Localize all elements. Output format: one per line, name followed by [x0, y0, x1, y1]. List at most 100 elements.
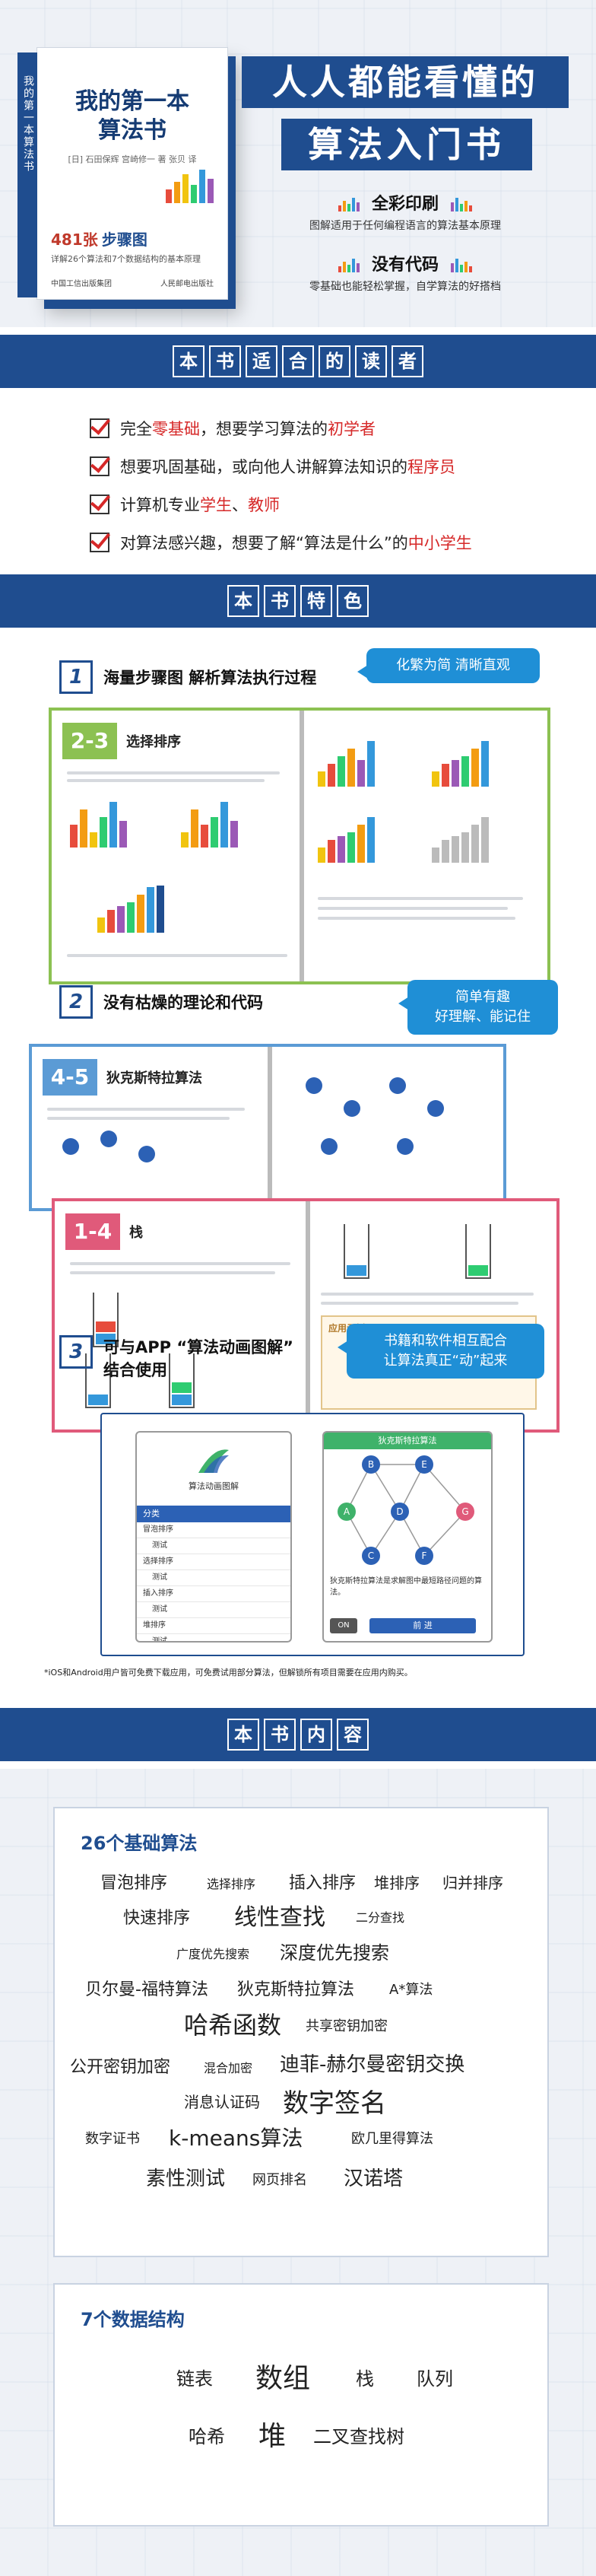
- lesson-number: 4-5: [43, 1059, 97, 1096]
- contents-section: 26个基础算法 冒泡排序 选择排序 插入排序 堆排序 归并排序 快速排序 线性查…: [0, 1769, 596, 2576]
- book-title: 我的第一本 算法书: [37, 87, 227, 145]
- app-graph-area: B E A D G C F: [324, 1449, 491, 1571]
- reader-highlight: 教师: [248, 496, 280, 514]
- graph-node: [138, 1146, 155, 1162]
- app-logo-area: 算法动画图解: [137, 1433, 290, 1506]
- tag-char: 合: [282, 345, 314, 377]
- data-structure-item: 栈: [356, 2368, 374, 2390]
- lesson-header: 4-5 狄克斯特拉算法: [43, 1059, 202, 1096]
- app-menu-item[interactable]: 堆排序: [137, 1618, 290, 1634]
- graph-node: [306, 1077, 322, 1094]
- hero-feature-color: 全彩印刷 图解适用于任何编程语言的算法基本原理: [242, 190, 569, 233]
- selection-sort-figure: [318, 817, 375, 863]
- text-line: [67, 779, 265, 782]
- book-spine: 我的第一本算法书: [17, 52, 37, 297]
- graph-node-d: D: [391, 1503, 409, 1521]
- algorithm-item: 插入排序: [289, 1874, 357, 1893]
- lesson-header: 1-4 栈: [65, 1213, 143, 1250]
- features-section-tag: 本 书 特 色: [227, 585, 369, 617]
- app-menu-item[interactable]: 选择排序: [137, 1554, 290, 1570]
- reader-highlight: 零基础: [152, 420, 200, 438]
- algorithm-item: k-means算法: [169, 2126, 303, 2151]
- stack-figure: [465, 1224, 491, 1279]
- checkbox-checked-icon: [90, 418, 109, 438]
- algorithms-panel-title: 26个基础算法: [81, 1833, 198, 1854]
- feature-label: 海量步骤图 解析算法执行过程: [103, 669, 317, 687]
- reader-item: 想要巩固基础，或向他人讲解算法知识的程序员: [90, 453, 455, 480]
- readers-list: 完全零基础，想要学习算法的初学者 想要巩固基础，或向他人讲解算法知识的程序员 计…: [0, 399, 596, 567]
- tag-char: 内: [300, 1719, 332, 1751]
- algorithm-item: 公开密钥加密: [70, 2058, 171, 2077]
- selection-sort-figure: [318, 741, 375, 787]
- contents-section-header: 本 书 内 容: [0, 1708, 596, 1761]
- lesson-title: 狄克斯特拉算法: [106, 1070, 202, 1086]
- data-structure-item: 队列: [417, 2368, 453, 2390]
- feature-2-book-spread-b: 1-4 栈 应用示例: [52, 1198, 560, 1433]
- algorithm-item: 汉诺塔: [344, 2167, 404, 2190]
- book-authors: [日] 石田保辉 宫崎修一 著 张贝 译: [68, 154, 197, 164]
- selection-sort-figure: [432, 741, 489, 787]
- lesson-number: 2-3: [62, 723, 117, 759]
- app-toggle-button[interactable]: ON: [330, 1618, 357, 1633]
- algorithm-item: 选择排序: [207, 1877, 256, 1891]
- tag-char: 色: [337, 585, 369, 617]
- feature-label: 可与APP “算法动画图解” 结合使用: [103, 1335, 293, 1381]
- reader-item: 计算机专业学生、教师: [90, 491, 280, 518]
- text-line: [318, 907, 508, 910]
- book-badge-label: 步骤图: [101, 231, 147, 249]
- text-line: [67, 771, 280, 774]
- tag-char: 书: [264, 1719, 296, 1751]
- contents-section-tag: 本 书 内 容: [227, 1719, 369, 1751]
- tag-char: 本: [227, 585, 259, 617]
- algorithm-item: 数字签名: [283, 2088, 386, 2119]
- graph-node: [427, 1100, 444, 1117]
- app-menu-item[interactable]: 冒泡排序: [137, 1522, 290, 1538]
- book-badge-count: 481张: [51, 231, 98, 249]
- algorithm-item: 哈希函数: [184, 2011, 282, 2040]
- features-section-header: 本 书 特 色: [0, 574, 596, 628]
- hero-feature-nocode-desc: 零基础也能轻松掌握，自学算法的好搭档: [309, 281, 501, 293]
- graph-node-b: B: [362, 1455, 380, 1474]
- app-menu-item[interactable]: 测试: [137, 1570, 290, 1586]
- bars-decoration-icon: [450, 259, 472, 272]
- tag-char: 读: [355, 345, 387, 377]
- bubble-line: 书籍和软件相互配合: [384, 1333, 507, 1349]
- tag-char: 特: [300, 585, 332, 617]
- feature-3-heading: 3 可与APP “算法动画图解” 结合使用: [59, 1335, 293, 1381]
- text-line: [70, 1262, 290, 1265]
- graph-node: [62, 1138, 79, 1155]
- tag-char: 书: [209, 345, 241, 377]
- app-screenshot-frame: 算法动画图解 分类 冒泡排序 测试 选择排序 测试 插入排序 测试 堆排序 测试…: [100, 1413, 525, 1656]
- feature-2-book-spread-a: 4-5 狄克斯特拉算法: [29, 1044, 506, 1211]
- feature-label-line: 可与APP “算法动画图解”: [103, 1338, 293, 1356]
- app-menu-item[interactable]: 插入排序: [137, 1586, 290, 1602]
- data-structure-item: 堆: [258, 2421, 287, 2452]
- book-gutter: [268, 1047, 272, 1208]
- app-menu-item[interactable]: 测试: [137, 1634, 290, 1641]
- book-cover-bars-illustration: [166, 170, 214, 203]
- reader-text: 想要巩固基础，或向他人讲解算法知识的: [120, 458, 407, 476]
- app-menu-item[interactable]: 测试: [137, 1602, 290, 1618]
- reader-highlight: 程序员: [407, 458, 455, 476]
- stack-item: [88, 1395, 108, 1405]
- book-badges: 481张 步骤图 详解26个算法和7个数据结构的基本原理: [51, 227, 214, 265]
- algorithm-item: A*算法: [389, 1982, 433, 1998]
- reader-text: 、: [232, 496, 248, 514]
- feature-1-heading: 1 海量步骤图 解析算法执行过程: [59, 660, 316, 694]
- feature-label: 没有枯燥的理论和代码: [103, 994, 263, 1012]
- app-menu-item[interactable]: 测试: [137, 1538, 290, 1554]
- checkbox-checked-icon: [90, 533, 109, 552]
- algorithm-item: 冒泡排序: [100, 1874, 168, 1893]
- tag-char: 书: [264, 585, 296, 617]
- checkbox-checked-icon: [90, 456, 109, 476]
- lesson-title: 选择排序: [126, 734, 181, 750]
- reader-highlight: 学生: [200, 496, 232, 514]
- feature-2-bubble: 简单有趣 好理解、能记住: [398, 980, 558, 1035]
- app-next-button[interactable]: 前 进: [369, 1618, 476, 1633]
- book-publisher: 中国工信出版集团: [51, 280, 112, 288]
- tag-char: 本: [173, 345, 204, 377]
- data-structure-item: 链表: [176, 2368, 213, 2390]
- text-line: [47, 1108, 245, 1111]
- feature-2-heading: 2 没有枯燥的理论和代码: [59, 985, 263, 1019]
- graph-node-a: A: [338, 1503, 356, 1521]
